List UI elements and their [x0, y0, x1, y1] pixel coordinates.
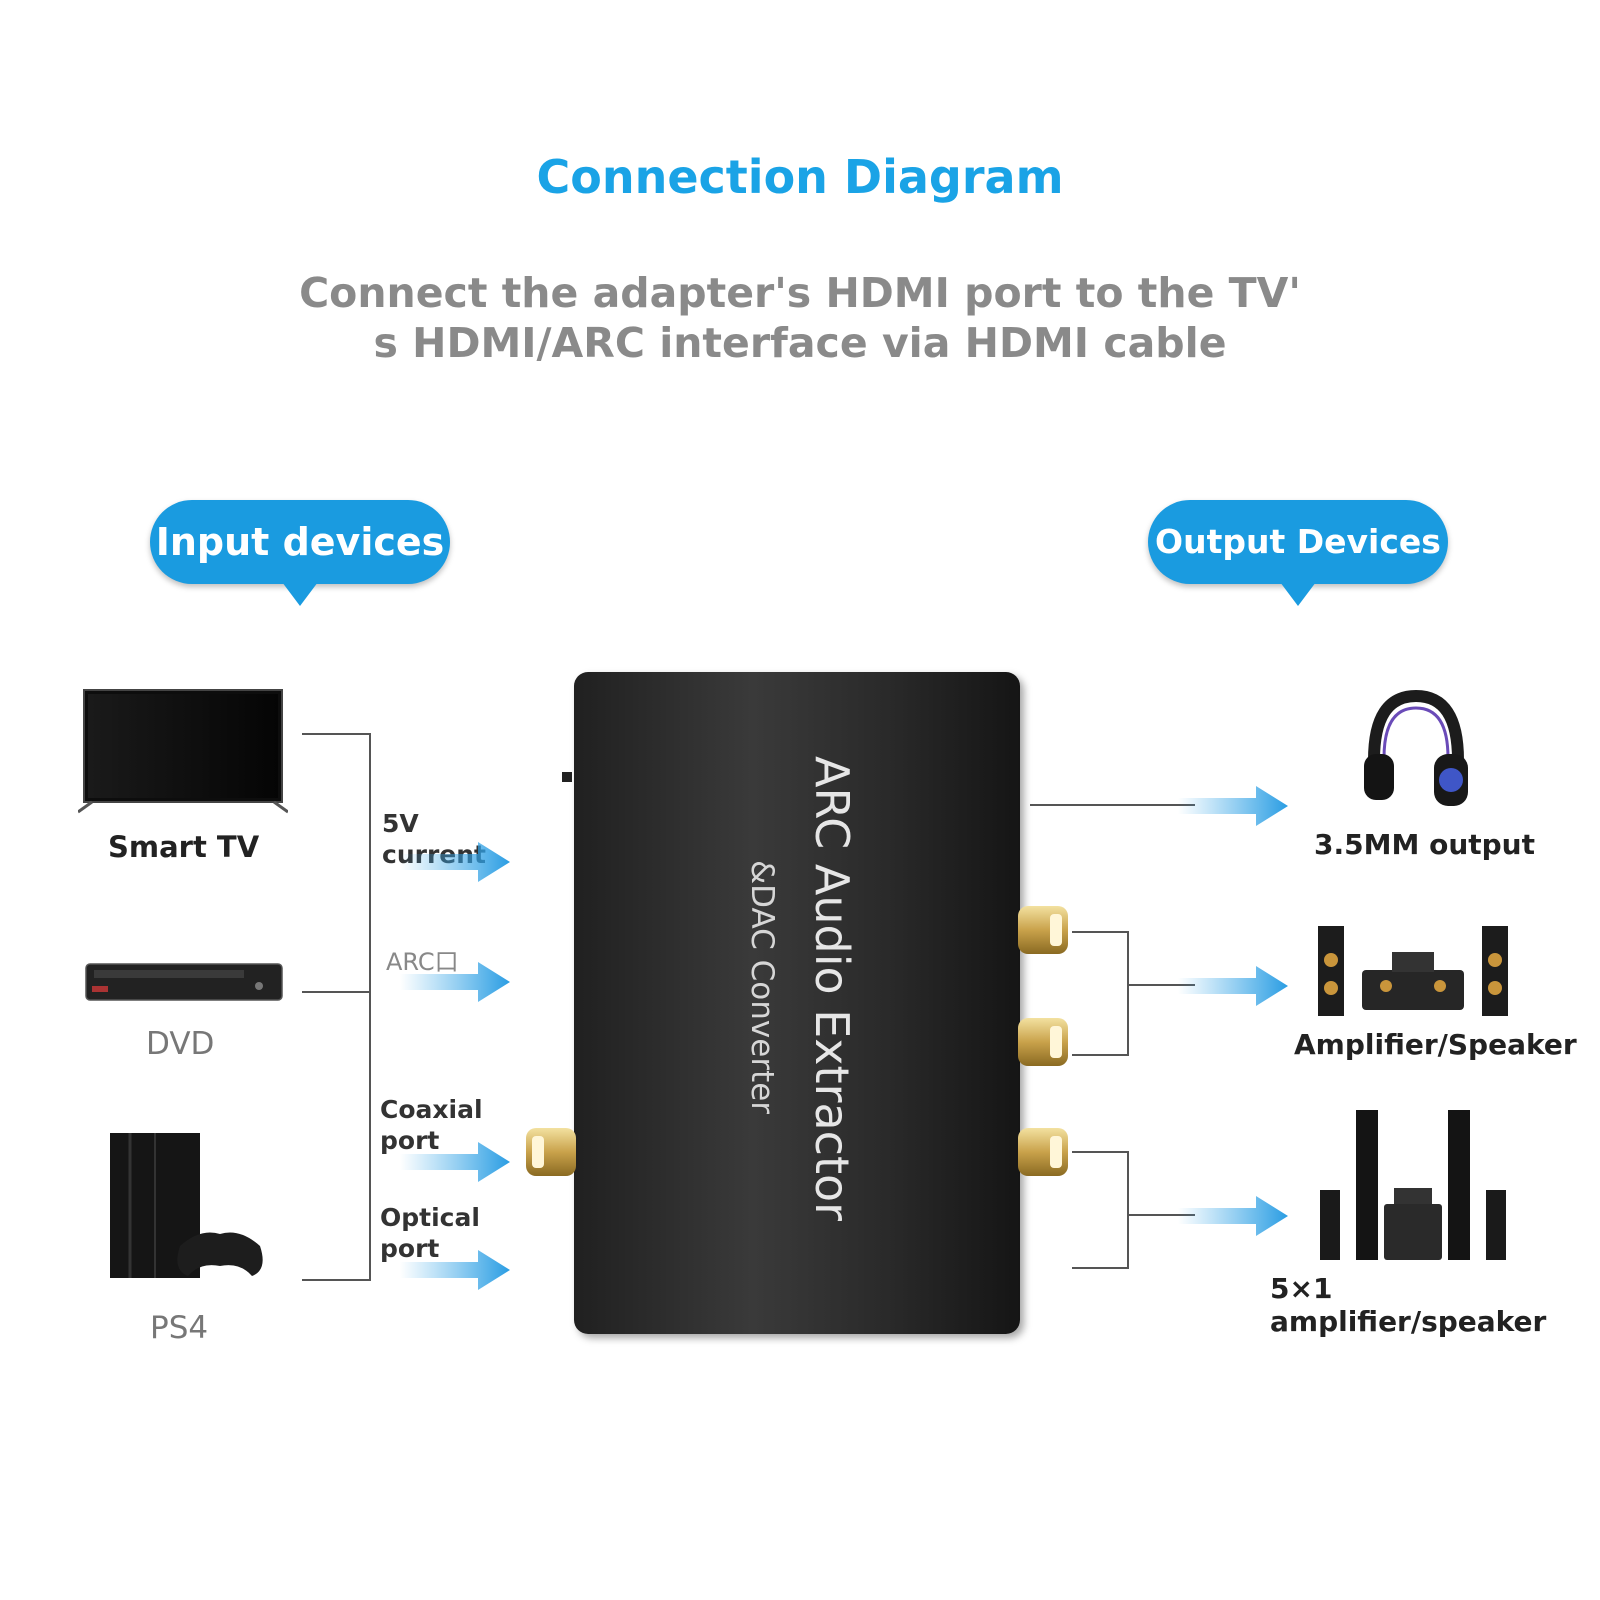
input-devices-label: Input devices — [155, 520, 445, 564]
arrow-right-icon — [1178, 966, 1288, 1006]
port-label-coaxial-line1: Coaxial — [380, 1095, 483, 1124]
left-bracket-tv — [302, 733, 371, 1281]
right-bracket-surround — [1072, 1151, 1129, 1269]
port-label-coaxial-line2: port — [380, 1126, 440, 1155]
device-side-button — [562, 772, 572, 782]
rca-connector-icon — [1018, 906, 1068, 954]
subtitle: Connect the adapter's HDMI port to the T… — [0, 268, 1600, 368]
device-label: ARC Audio Extractor &DAC Converter — [744, 756, 859, 1221]
headphone-label: 3.5MM output — [1314, 828, 1535, 861]
surround-system-icon — [1320, 1110, 1506, 1260]
device-label-line1: ARC Audio Extractor — [805, 756, 859, 1221]
subtitle-line-2: s HDMI/ARC interface via HDMI cable — [373, 319, 1227, 367]
device-label-line2: &DAC Converter — [744, 860, 780, 1114]
rca-connector-icon — [1018, 1128, 1068, 1176]
input-devices-pill: Input devices — [150, 500, 450, 606]
smart-tv-icon — [78, 689, 288, 814]
port-label-optical: Optical port — [380, 1202, 480, 1264]
port-label-optical-line2: port — [380, 1234, 440, 1263]
pill-pointer — [282, 582, 318, 606]
right-bracket-amp — [1072, 931, 1129, 1056]
coaxial-connector-icon — [526, 1128, 576, 1176]
speaker-system-icon — [1318, 926, 1508, 1016]
pill-pointer — [1280, 582, 1316, 606]
amplifier-label: Amplifier/Speaker — [1294, 1028, 1577, 1061]
arrow-right-icon — [400, 842, 510, 882]
rca-connector-icon — [1018, 1018, 1068, 1066]
arrow-right-icon — [400, 962, 510, 1002]
arrow-right-icon — [400, 1250, 510, 1290]
output-devices-label: Output Devices — [1155, 522, 1441, 561]
arrow-right-icon — [1178, 1196, 1288, 1236]
headphone-icon — [1364, 689, 1468, 806]
ps4-console-icon — [110, 1133, 263, 1278]
dvd-player-icon — [85, 963, 283, 1001]
ps4-label: PS4 — [150, 1310, 209, 1346]
port-label-arc: ARC口 — [386, 948, 459, 976]
arc-extractor-device — [574, 672, 1020, 1334]
port-label-coaxial: Coaxial port — [380, 1094, 483, 1156]
surround-label: 5×1 amplifier/speaker — [1270, 1272, 1547, 1338]
page-title: Connection Diagram — [536, 150, 1064, 204]
dvd-label: DVD — [146, 1026, 215, 1062]
subtitle-line-1: Connect the adapter's HDMI port to the T… — [299, 269, 1301, 317]
smart-tv-label: Smart TV — [108, 830, 260, 864]
port-label-5v-line1: 5V — [382, 809, 419, 838]
arrow-right-icon — [1178, 786, 1288, 826]
arrow-right-icon — [400, 1142, 510, 1182]
port-label-optical-line1: Optical — [380, 1203, 480, 1232]
output-devices-pill: Output Devices — [1148, 500, 1448, 606]
